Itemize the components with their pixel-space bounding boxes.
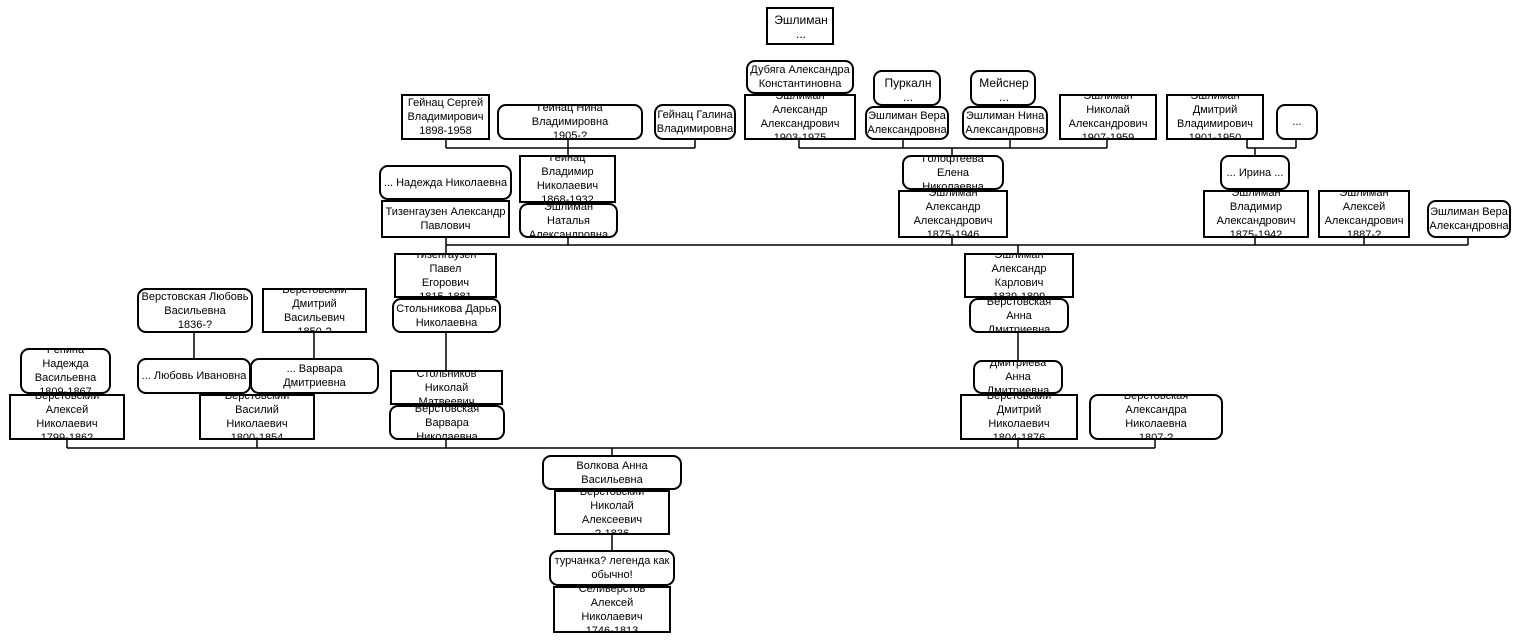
person-verstovskii-vasilii[interactable]: Верстовский Василий Николаевич 1800-1854 — [199, 394, 315, 440]
person-stolnikova[interactable]: Стольникова Дарья Николаевна — [392, 298, 501, 333]
person-geinats-vladimir[interactable]: Гейнац Владимир Николаевич 1868-1932 — [519, 155, 616, 203]
person-verstovskaya-anna-d[interactable]: Верстовская Анна Дмитриевна — [969, 298, 1069, 333]
person-top-eshliman[interactable]: Эшлиман ... — [766, 7, 834, 45]
person-seliverstov[interactable]: Селиверстов Алексей Николаевич 1746-1813 — [553, 586, 671, 633]
person-repina[interactable]: Репина Надежда Васильевна 1809-1867 — [20, 348, 111, 394]
person-dots[interactable]: ... — [1276, 104, 1318, 140]
person-verstovskii-dmitrii-n[interactable]: Верстовский Дмитрий Николаевич 1804-1876 — [960, 394, 1078, 440]
person-geinats-sergei[interactable]: Гейнац Сергей Владимирович 1898-1958 — [401, 94, 490, 140]
person-geinats-galina[interactable]: Гейнац Галина Владимировна — [654, 104, 736, 140]
person-geinats-nina[interactable]: Гейнац Нина Владимировна 1905-? — [497, 104, 643, 140]
person-eshliman-dmitrii[interactable]: Эшлиман Дмитрий Владимирович 1901-1950 — [1166, 94, 1264, 140]
person-golofteeva[interactable]: Голофтеева Елена Николаевна — [902, 155, 1004, 190]
person-eshliman-vera-1[interactable]: Эшлиман Вера Александровна — [865, 106, 949, 140]
person-varvara-dmitrievna[interactable]: ... Варвара Дмитриевна — [250, 358, 379, 394]
person-meisner[interactable]: Мейснер ... — [970, 70, 1036, 106]
person-eshliman-aleksandr-1903[interactable]: Эшлиман Александр Александрович 1903-197… — [744, 94, 856, 140]
person-eshliman-nikolai[interactable]: Эшлиман Николай Александрович 1907-1959 — [1059, 94, 1157, 140]
person-verstovskii-aleksei-n[interactable]: Верстовский Алексей Николаевич 1799-1862 — [9, 394, 125, 440]
person-eshliman-natalya[interactable]: Эшлиман Наталья Александровна — [519, 203, 618, 238]
person-nadezhda[interactable]: ... Надежда Николаевна — [379, 165, 512, 200]
person-verstovskaya-varvara[interactable]: Верстовская Варвара Николаевна — [389, 405, 505, 440]
person-eshliman-nina[interactable]: Эшлиман Нина Александровна — [962, 106, 1048, 140]
person-eshliman-aleksei[interactable]: Эшлиман Алексей Александрович 1887-? — [1318, 190, 1410, 238]
person-turchanka[interactable]: турчанка? легенда как обычно! — [549, 550, 675, 586]
person-verstovskaya-lyubov[interactable]: Верстовская Любовь Васильевна 1836-? — [137, 288, 253, 333]
person-dubyaga[interactable]: Дубяга Александра Константиновна — [746, 60, 854, 94]
person-purkaln[interactable]: Пуркалн ... — [873, 70, 941, 106]
person-verstovskii-nikolai[interactable]: Верстовский Николай Алексеевич ?-1836 — [554, 490, 670, 535]
person-eshliman-vera-2[interactable]: Эшлиман Вера Александровна — [1427, 200, 1511, 238]
person-tizengauzen-aleksandr[interactable]: Тизенгаузен Александр Павлович — [381, 200, 510, 238]
person-eshliman-aleksandr-karlovich[interactable]: Эшлиман Александр Карлович 1839-1899 — [964, 253, 1074, 298]
person-tizengauzen-pavel[interactable]: Тизенгаузен Павел Егорович 1815-1881 — [394, 253, 497, 298]
person-verstovskii-dmitrii-v[interactable]: Верстовский Дмитрий Васильевич 1850-? — [262, 288, 367, 333]
person-eshliman-vladimir[interactable]: Эшлиман Владимир Александрович 1875-1942 — [1203, 190, 1309, 238]
person-eshliman-aleksandr-1875[interactable]: Эшлиман Александр Александрович 1875-194… — [898, 190, 1008, 238]
person-irina[interactable]: ... Ирина ... — [1220, 155, 1290, 190]
person-verstovskaya-aleksandra[interactable]: Верстовская Александра Николаевна 1807-? — [1089, 394, 1223, 440]
person-stolnikov[interactable]: Стольников Николай Матвеевич — [390, 370, 503, 405]
person-volkova[interactable]: Волкова Анна Васильевна — [542, 455, 682, 490]
person-lyubov-ivanovna[interactable]: ... Любовь Ивановна — [137, 358, 251, 394]
person-dmitrieva[interactable]: Дмитриева Анна Дмитриевна — [973, 360, 1063, 394]
